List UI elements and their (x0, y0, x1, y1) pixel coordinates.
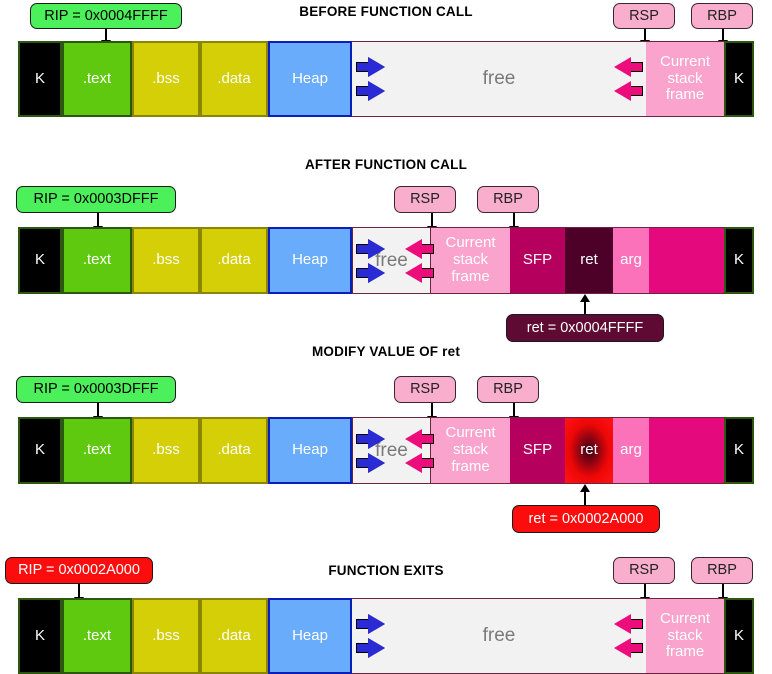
diagram-1-rsp-badge: RSP (613, 3, 675, 29)
diagram-2-ret-badge: ret = 0x0004FFFF (506, 314, 664, 342)
segment-kernel-low: K (18, 41, 62, 117)
diagram-3-ret-connector (580, 484, 590, 506)
diagram-3-title: MODIFY VALUE OF ret (311, 344, 461, 359)
diagram-1-rsp-connector (640, 29, 650, 48)
segment-bss: .bss (132, 41, 200, 117)
diagram-3-rbp-badge: RBP (477, 376, 539, 403)
segment-ret-modified: ret (565, 417, 613, 484)
diagram-4-rsp-connector (640, 584, 650, 605)
diagram-4-rip-badge: RIP = 0x0002A000 (5, 557, 153, 584)
segment-heap: Heap (268, 417, 352, 484)
diagram-3-memory-bar: K .text .bss .data Heap free Current sta… (18, 417, 754, 484)
diagram-2-ret-connector (580, 294, 590, 316)
segment-data: .data (200, 41, 268, 117)
diagram-1-rip-badge: RIP = 0x0004FFFF (30, 3, 182, 29)
segment-data: .data (200, 598, 268, 674)
segment-current-stack-frame: Current stack frame (646, 598, 724, 674)
segment-text: .text (62, 417, 132, 484)
segment-data: .data (200, 417, 268, 484)
segment-sfp: SFP (510, 227, 565, 294)
diagram-2-rsp-badge: RSP (394, 186, 456, 213)
diagram-2-title: AFTER FUNCTION CALL (304, 157, 468, 172)
diagram-4-title: FUNCTION EXITS (328, 563, 444, 578)
segment-free: free (352, 227, 431, 294)
segment-current-stack-frame: Current stack frame (646, 41, 724, 117)
diagram-1-title: BEFORE FUNCTION CALL (299, 4, 473, 19)
segment-kernel-low: K (18, 417, 62, 484)
segment-free: free (352, 41, 646, 117)
segment-current-stack-frame: Current stack frame (431, 417, 510, 484)
segment-text: .text (62, 227, 132, 294)
segment-heap: Heap (268, 227, 352, 294)
segment-kernel-low: K (18, 227, 62, 294)
diagram-3-rsp-badge: RSP (394, 376, 456, 403)
diagram-3-rsp-connector (427, 403, 437, 424)
segment-kernel-high: K (724, 41, 754, 117)
diagram-2-rbp-badge: RBP (477, 186, 539, 213)
diagram-4-rbp-badge: RBP (691, 557, 753, 584)
segment-text: .text (62, 598, 132, 674)
diagram-1-rbp-connector (718, 29, 728, 48)
diagram-2-rip-connector (93, 213, 103, 234)
diagram-4-rsp-badge: RSP (613, 557, 675, 584)
segment-kernel-high: K (724, 227, 754, 294)
diagram-2-memory-bar: K .text .bss .data Heap free Current sta… (18, 227, 754, 294)
segment-data: .data (200, 227, 268, 294)
diagram-2-rbp-connector (509, 213, 519, 234)
segment-current-stack-frame: Current stack frame (431, 227, 510, 294)
segment-bss: .bss (132, 598, 200, 674)
diagram-4-memory-bar: K .text .bss .data Heap free Current sta… (18, 598, 754, 674)
segment-kernel-high: K (724, 598, 754, 674)
diagram-2-rip-badge: RIP = 0x0003DFFF (16, 186, 176, 213)
segment-free: free (352, 598, 646, 674)
segment-arg: arg (613, 417, 649, 484)
diagram-3-rip-badge: RIP = 0x0003DFFF (16, 376, 176, 403)
diagram-4-rip-connector (74, 584, 84, 605)
segment-stack-rest (649, 227, 724, 294)
segment-stack-rest (649, 417, 724, 484)
segment-free: free (352, 417, 431, 484)
segment-kernel-high: K (724, 417, 754, 484)
segment-ret: ret (565, 227, 613, 294)
segment-kernel-low: K (18, 598, 62, 674)
diagram-1-memory-bar: K .text .bss .data Heap free Current sta… (18, 41, 754, 117)
diagram-4-rbp-connector (718, 584, 728, 605)
segment-sfp: SFP (510, 417, 565, 484)
segment-bss: .bss (132, 417, 200, 484)
diagram-3-rbp-connector (509, 403, 519, 424)
segment-arg: arg (613, 227, 649, 294)
segment-heap: Heap (268, 41, 352, 117)
diagram-3-ret-badge: ret = 0x0002A000 (512, 505, 660, 533)
diagram-1-rbp-badge: RBP (691, 3, 753, 29)
segment-bss: .bss (132, 227, 200, 294)
segment-heap: Heap (268, 598, 352, 674)
diagram-3-rip-connector (93, 403, 103, 424)
diagram-2-rsp-connector (427, 213, 437, 234)
segment-text: .text (62, 41, 132, 117)
diagram-1-rip-connector (101, 29, 111, 48)
